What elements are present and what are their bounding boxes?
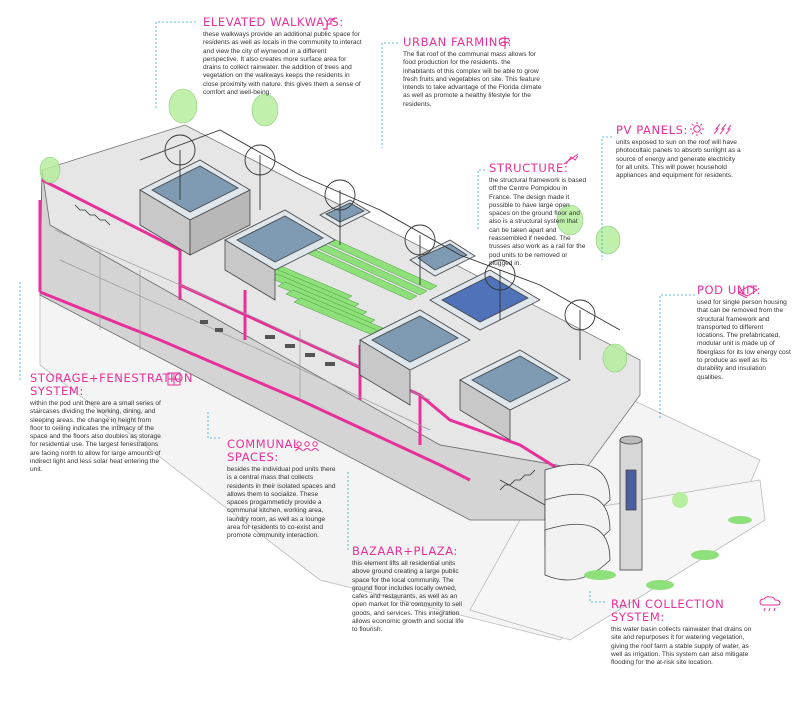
bazaar-body: this element lifts all residential units… [352, 560, 464, 634]
pod-unit-4 [429, 269, 541, 331]
annotation-bazaar-plaza: BAZAAR+PLAZA: this element lifts all res… [352, 545, 467, 635]
lightning-icon [713, 123, 732, 135]
annotation-communal-spaces: COMMUNAL SPACES: besides the individual … [227, 438, 337, 541]
pod-unit-3 [359, 309, 471, 406]
structure-body: the structural framework is based off th… [489, 177, 587, 267]
bazaar-title: BAZAAR+PLAZA: [352, 544, 459, 558]
urban-farming-body: The flat roof of the communal mass allow… [403, 51, 542, 108]
annotation-pv-panels: PV PANELS: units exposed to sun on the r… [616, 124, 741, 180]
truss-structure [139, 129, 621, 360]
leader-lines [19, 21, 695, 603]
storage-title: STORAGE+FENESTRATION SYSTEM: [30, 371, 194, 398]
rain-body: this water basin collects rainwater that… [611, 626, 752, 667]
wheat-icon [500, 36, 510, 49]
people-icon [295, 441, 319, 452]
elevated-walkways-title: ELEVATED WALKWAYS: [203, 15, 344, 29]
round-balconies [544, 463, 611, 581]
rain-cloud-icon [759, 596, 781, 612]
urban-farming-title: URBAN FARMING: [403, 35, 512, 49]
annotation-elevated-walkways: ELEVATED WALKWAYS: these walkways provid… [203, 16, 363, 97]
pod-units [139, 159, 571, 441]
pv-panels-body: units exposed to sun on the roof will ha… [616, 139, 741, 180]
window-icon [167, 372, 181, 386]
trees [39, 88, 628, 373]
pod-unit-body: used for single person housing that can … [697, 299, 791, 381]
plaza-vegetation [584, 492, 752, 590]
sun-icon [690, 122, 704, 136]
communal-body: besides the individual pod units there i… [227, 466, 336, 540]
pod-unit-5 [459, 349, 571, 441]
annotation-storage-fenestration: STORAGE+FENESTRATION SYSTEM: within the … [30, 371, 194, 475]
annotation-rain-collection: RAIN COLLECTION SYSTEM: this water basin… [611, 598, 759, 667]
annotation-structure: STRUCTURE: the structural framework is b… [489, 162, 589, 268]
urban-farm-rows [254, 235, 438, 341]
pod-unit-2 [224, 209, 336, 301]
rain-collection-tower [619, 435, 643, 571]
rain-title: RAIN COLLECTION SYSTEM: [611, 597, 725, 624]
storage-body: within the pod unit there are a small se… [30, 400, 161, 474]
structure-title: STRUCTURE: [489, 161, 569, 175]
furniture [200, 320, 335, 366]
annotation-pod-unit: POD UNIT: used for single person housing… [697, 284, 792, 382]
elevated-walkways-body: these walkways provide an additional pub… [203, 31, 362, 97]
pod-icon [737, 285, 759, 298]
pv-panels-title: PV PANELS: [616, 123, 688, 137]
annotation-urban-farming: URBAN FARMING: The flat roof of the comm… [403, 36, 543, 109]
pod-unit-title: POD UNIT: [697, 283, 761, 297]
truss-icon [563, 153, 579, 165]
pod-unit-1 [139, 159, 251, 256]
communal-title: COMMUNAL SPACES: [227, 437, 301, 464]
pod-unit-6 [409, 239, 476, 277]
walkway-icon [323, 18, 335, 30]
